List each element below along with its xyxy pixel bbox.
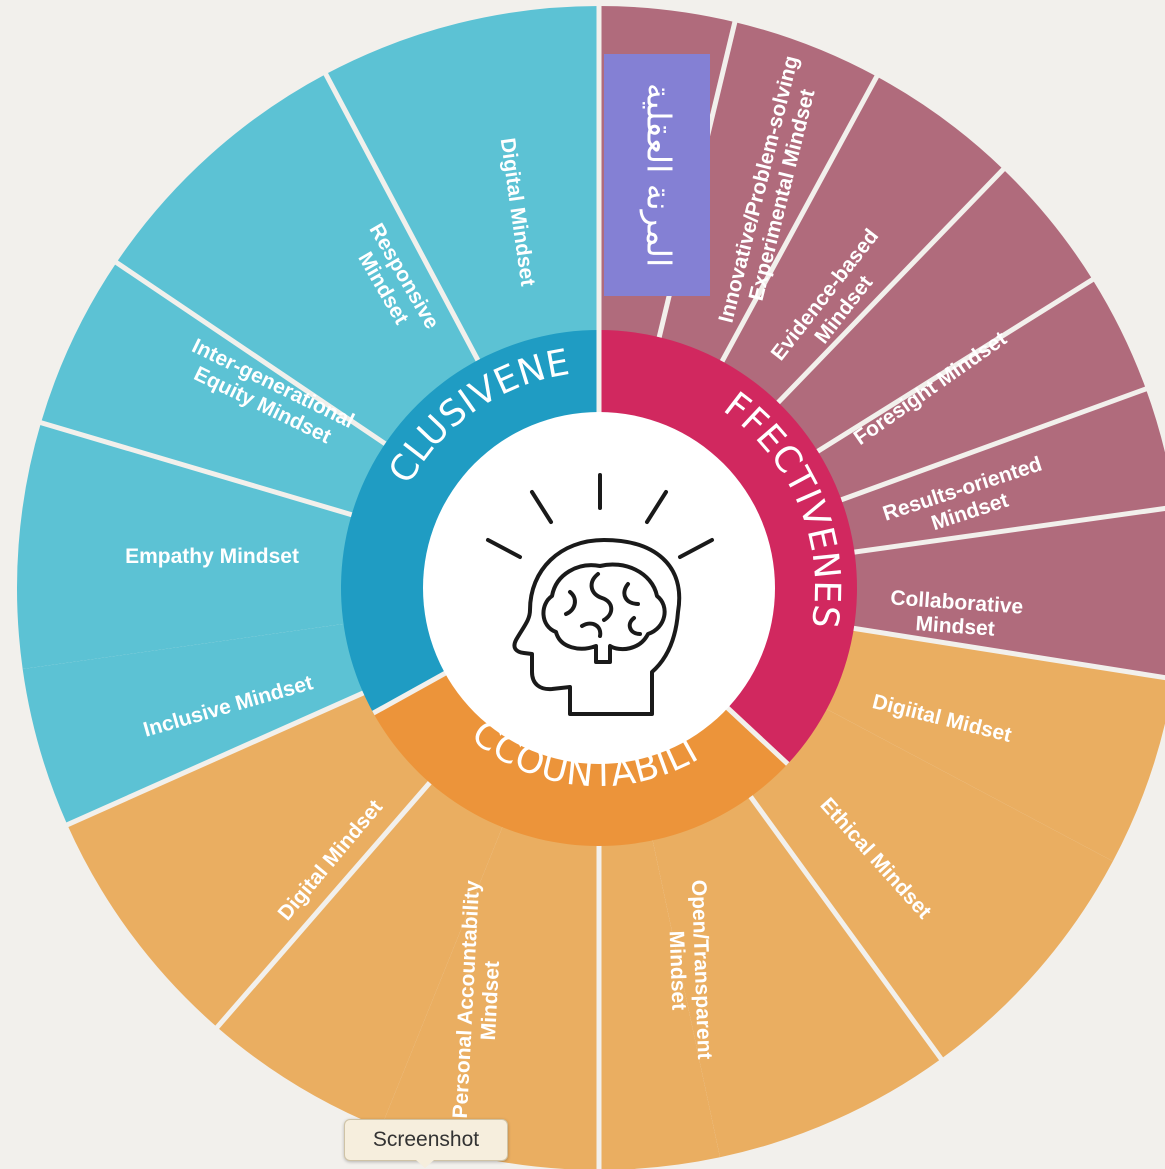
outer-segment — [380, 823, 599, 1169]
segment-separator — [836, 385, 1149, 504]
outer-segment — [116, 74, 480, 446]
arabic-annotation-box — [604, 54, 710, 296]
outer-segment — [651, 793, 942, 1158]
outer-segments — [16, 5, 1165, 1169]
segment-separator — [113, 259, 390, 449]
outer-segment — [325, 5, 599, 364]
tooltip-tail — [416, 1160, 434, 1168]
outer-segment — [720, 76, 1004, 406]
outer-segment — [823, 627, 1165, 862]
outer-segment — [599, 836, 721, 1169]
outer-segment — [775, 169, 1093, 454]
outer-segment — [748, 707, 1113, 1059]
head-brain-icon — [486, 473, 714, 716]
segment-separator — [850, 505, 1165, 556]
pillar-separator — [724, 704, 790, 766]
arabic-annotation-text: المرنة العقلية — [639, 82, 679, 268]
outer-segment — [658, 22, 877, 365]
segment-separator — [773, 166, 1007, 408]
screenshot-tooltip: Screenshot — [344, 1119, 508, 1161]
tooltip-label: Screenshot — [372, 1128, 480, 1151]
segment-label: Empathy Mindset — [125, 545, 299, 568]
pillar-ring-effectiveness — [599, 330, 857, 764]
pillar-ring-accountability — [373, 672, 788, 846]
center-disc — [423, 412, 775, 764]
outer-segment — [217, 779, 504, 1128]
outer-segment — [16, 422, 356, 669]
segment-separator — [813, 276, 1096, 456]
segment-separator — [718, 73, 880, 366]
outer-separators — [38, 4, 1165, 1169]
segment-separator — [746, 792, 945, 1062]
segment-separator — [849, 625, 1165, 681]
outer-segment — [814, 279, 1146, 502]
segment-separator — [38, 419, 357, 519]
segment-separator — [322, 71, 482, 365]
outer-segment — [837, 388, 1165, 553]
outer-segment — [67, 691, 433, 1028]
outer-segment — [849, 508, 1165, 678]
segment-separator — [213, 778, 435, 1031]
outer-segment — [22, 623, 367, 825]
segment-separator — [64, 689, 368, 828]
pillar-separator — [372, 670, 449, 716]
outer-segment — [40, 262, 389, 516]
